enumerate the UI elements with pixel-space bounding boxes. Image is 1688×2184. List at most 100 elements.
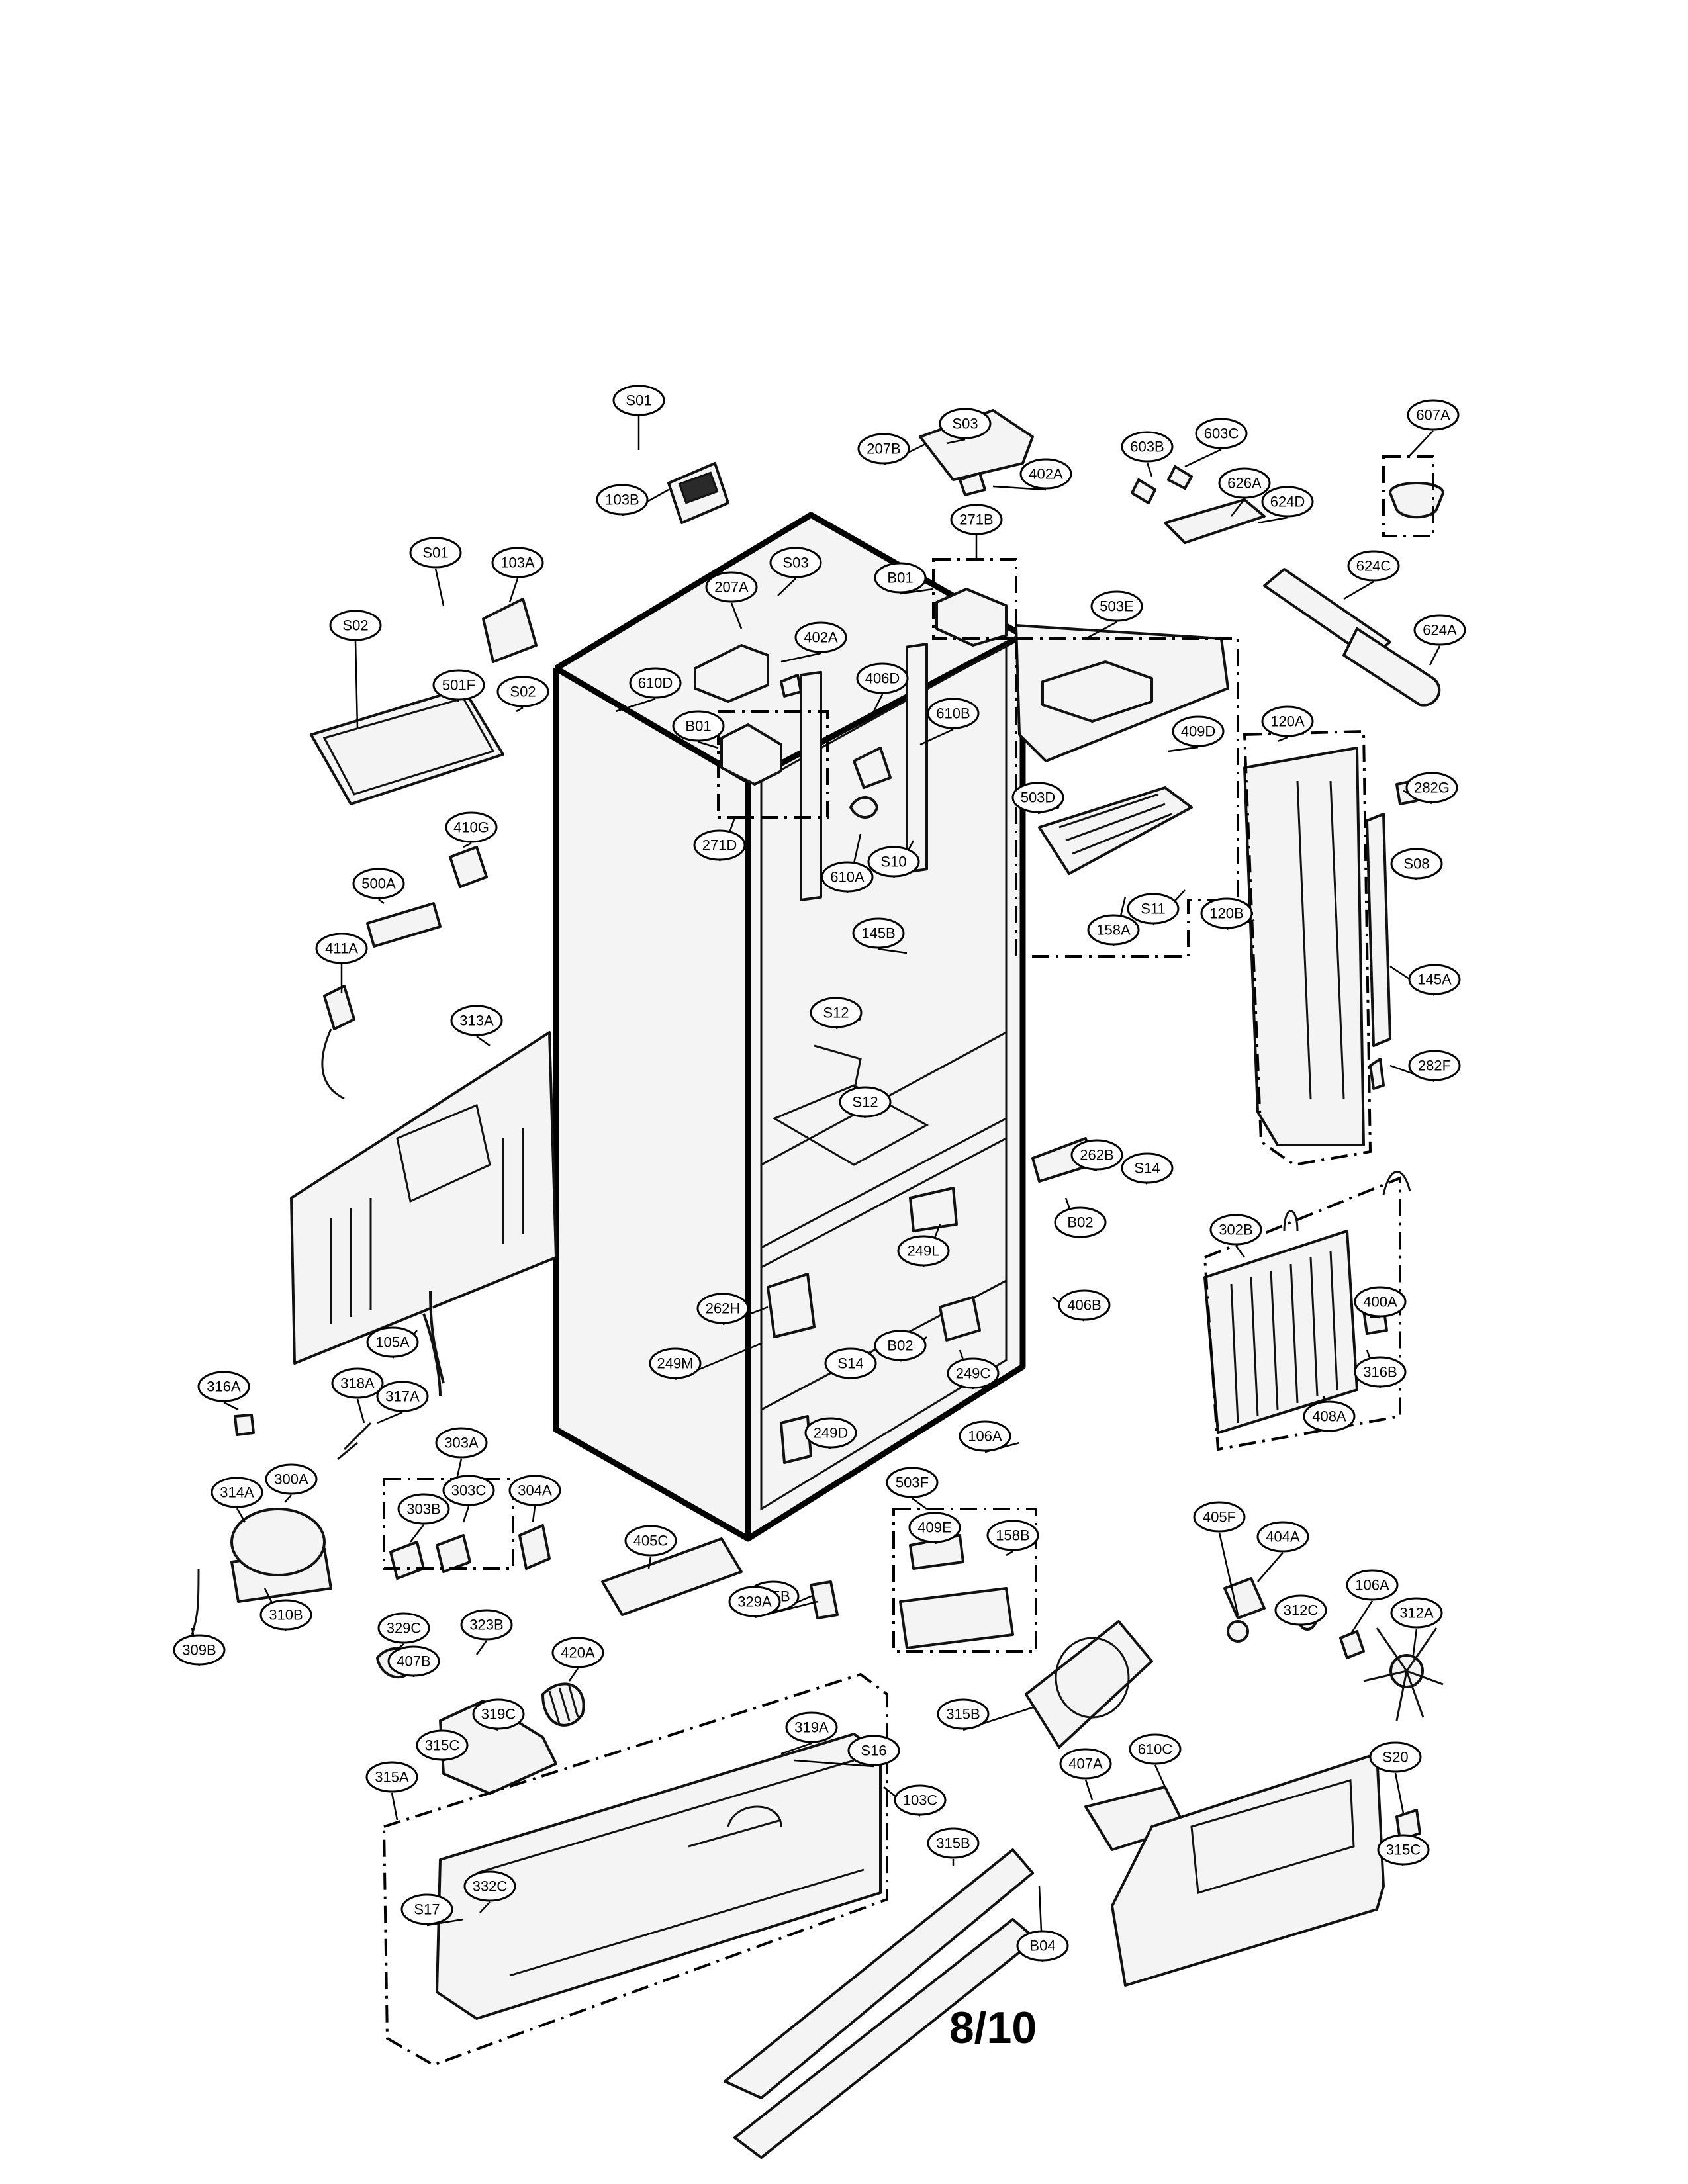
callout-label: 323B <box>469 1617 503 1633</box>
callout-label: 310B <box>269 1607 303 1623</box>
callout-label: 271B <box>959 512 993 528</box>
part-callout-410g: 410G <box>445 811 498 843</box>
part-callout-315b: 315B <box>927 1827 980 1859</box>
part-callout-158a: 158A <box>1087 914 1140 946</box>
part-callout-120a: 120A <box>1261 705 1314 737</box>
leader-line <box>463 842 472 848</box>
part-callout-329a: 329A <box>728 1586 781 1617</box>
part-callout-s10: S10 <box>867 846 920 878</box>
callout-label: 120B <box>1209 905 1243 922</box>
part-callout-s03: S03 <box>939 408 992 439</box>
callout-label: 402A <box>804 629 838 646</box>
callout-label: S20 <box>1382 1749 1408 1766</box>
leader-line <box>1146 462 1153 477</box>
leader-line <box>434 568 445 606</box>
part-callout-503f: 503F <box>886 1467 939 1498</box>
part-callout-626a: 626A <box>1218 467 1271 499</box>
part-callout-407b: 407B <box>387 1645 440 1677</box>
leader-line <box>1277 736 1288 743</box>
leader-line <box>1154 1764 1166 1788</box>
part-callout-103c: 103C <box>894 1784 947 1816</box>
leader-line <box>476 1035 491 1047</box>
part-callout-b02: B02 <box>1054 1206 1107 1238</box>
leader-line <box>1231 498 1245 517</box>
callout-layer: S01103BS03207B402A603B603C607A626A624D27… <box>173 385 1466 1962</box>
part-callout-312a: 312A <box>1390 1597 1443 1629</box>
leader-line <box>1084 1779 1094 1801</box>
callout-label: 411A <box>325 940 358 957</box>
part-callout-282f: 282F <box>1408 1050 1461 1081</box>
callout-label: 316B <box>1363 1364 1397 1381</box>
callout-label: 315B <box>946 1706 980 1723</box>
leader-line <box>878 948 908 954</box>
callout-label: 249L <box>908 1243 940 1259</box>
hinges <box>694 409 1034 819</box>
part-callout-411a: 411A <box>315 933 368 964</box>
callout-label: 626A <box>1227 475 1262 492</box>
part-callout-316a: 316A <box>197 1371 250 1402</box>
part-callout-s14: S14 <box>824 1347 877 1379</box>
leader-line <box>508 578 519 603</box>
callout-label: 300A <box>274 1471 308 1488</box>
callout-label: 329A <box>737 1594 772 1610</box>
part-callout-310b: 310B <box>259 1599 312 1631</box>
callout-label: 501F <box>442 677 475 694</box>
lower-brackets <box>767 1137 1094 1464</box>
callout-label: 103A <box>500 555 535 571</box>
callout-label: 303B <box>406 1501 440 1518</box>
part-callout-s11: S11 <box>1127 893 1180 925</box>
part-callout-314a: 314A <box>211 1477 263 1508</box>
part-callout-402a: 402A <box>1019 458 1072 490</box>
leader-line <box>794 1759 874 1768</box>
part-callout-s01: S01 <box>409 537 462 569</box>
part-callout-s16: S16 <box>847 1735 900 1766</box>
callout-label: S16 <box>861 1743 886 1759</box>
callout-label: 406D <box>865 670 900 687</box>
part-callout-207b: 207B <box>857 433 910 465</box>
part-callout-249d: 249D <box>804 1417 857 1449</box>
leader-line <box>730 602 743 629</box>
callout-label: S12 <box>852 1094 878 1111</box>
callout-label: 410G <box>453 819 489 836</box>
part-callout-610d: 610D <box>629 667 682 699</box>
part-callout-s08: S08 <box>1390 848 1443 880</box>
callout-label: 158A <box>1096 922 1131 938</box>
part-callout-271d: 271D <box>693 829 746 861</box>
leader-line <box>516 706 524 713</box>
callout-label: S12 <box>823 1005 849 1021</box>
leader-line <box>1235 1245 1246 1258</box>
leader-line <box>1408 430 1434 457</box>
part-callout-315c: 315C <box>1377 1834 1430 1866</box>
callout-label: 420A <box>561 1645 595 1661</box>
leader-line <box>1257 1552 1284 1582</box>
part-callout-408a: 408A <box>1303 1400 1356 1432</box>
callout-label: 610C <box>1138 1741 1173 1758</box>
part-callout-105a: 105A <box>366 1326 419 1358</box>
part-callout-300a: 300A <box>265 1463 318 1495</box>
callout-label: 282G <box>1414 780 1450 796</box>
part-callout-s17: S17 <box>400 1893 453 1925</box>
part-callout-249m: 249M <box>649 1347 702 1379</box>
part-callout-610c: 610C <box>1129 1733 1182 1765</box>
callout-label: 407B <box>397 1653 430 1670</box>
part-callout-317a: 317A <box>376 1381 429 1412</box>
leader-line <box>479 1901 491 1913</box>
part-callout-420a: 420A <box>551 1637 604 1668</box>
leader-line <box>992 485 1047 491</box>
callout-label: 610A <box>830 869 865 886</box>
part-callout-409e: 409E <box>908 1512 961 1543</box>
leader-line <box>284 1494 292 1503</box>
callout-label: 402A <box>1029 466 1063 482</box>
part-callout-323b: 323B <box>460 1609 513 1641</box>
part-callout-302b: 302B <box>1209 1214 1262 1246</box>
leader-line <box>356 1398 365 1424</box>
callout-label: 317A <box>385 1388 420 1405</box>
part-callout-406b: 406B <box>1058 1289 1111 1321</box>
part-callout-332c: 332C <box>463 1870 516 1902</box>
callout-label: S03 <box>782 555 808 571</box>
callout-label: 318A <box>340 1375 375 1392</box>
part-callout-s20: S20 <box>1369 1741 1422 1773</box>
part-callout-406d: 406D <box>856 662 909 694</box>
callout-label: 409D <box>1181 723 1216 740</box>
callout-label: S08 <box>1403 856 1429 872</box>
